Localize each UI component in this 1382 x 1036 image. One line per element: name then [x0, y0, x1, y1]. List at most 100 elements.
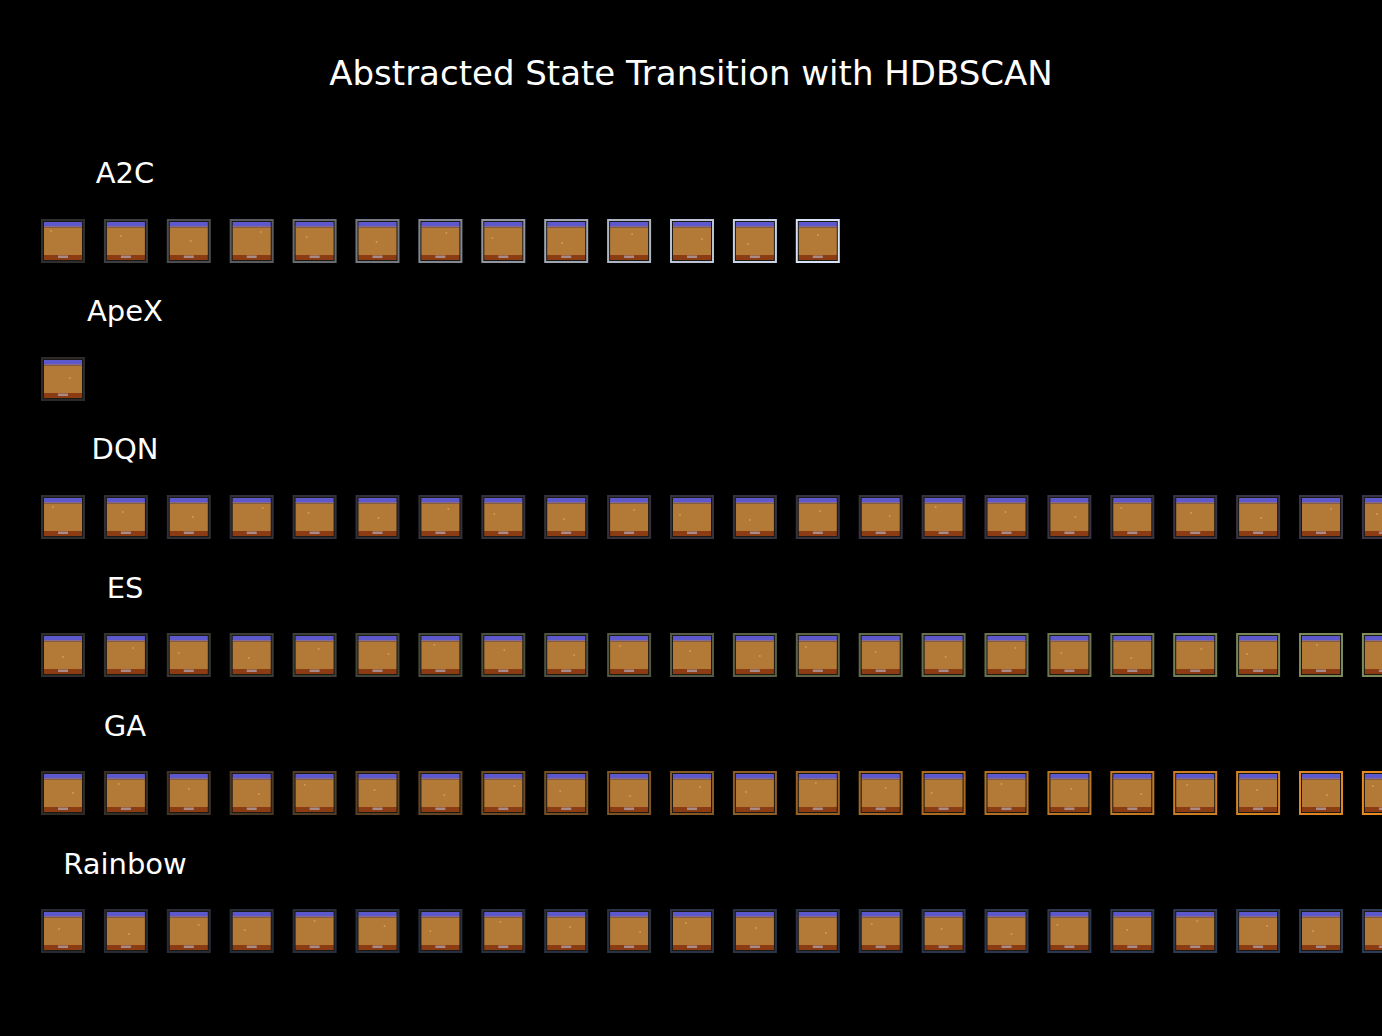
state-thumbnail	[671, 772, 713, 814]
state-thumbnail	[797, 772, 839, 814]
state-thumbnail	[671, 910, 713, 952]
state-thumbnail	[860, 772, 902, 814]
state-thumbnail	[357, 496, 399, 538]
state-thumbnail	[608, 496, 650, 538]
row-label: DQN	[92, 434, 159, 466]
state-thumbnail	[1174, 910, 1216, 952]
state-thumbnail	[105, 910, 147, 952]
state-thumbnail	[734, 634, 776, 676]
state-thumbnail	[1363, 634, 1382, 676]
state-thumbnail	[1174, 772, 1216, 814]
state-thumbnail	[231, 220, 273, 262]
state-thumbnail	[545, 496, 587, 538]
state-thumbnail	[1237, 910, 1279, 952]
state-thumbnail	[860, 910, 902, 952]
state-thumbnail	[734, 496, 776, 538]
state-thumbnail	[797, 220, 839, 262]
state-thumbnail	[42, 772, 84, 814]
state-thumbnail	[1300, 634, 1342, 676]
state-thumbnail	[734, 910, 776, 952]
state-thumbnail	[482, 220, 524, 262]
state-thumbnail	[294, 910, 336, 952]
row-label: ApeX	[87, 296, 163, 328]
state-thumbnail	[168, 910, 210, 952]
state-thumbnail	[231, 910, 273, 952]
state-thumbnail	[860, 496, 902, 538]
state-thumbnail	[231, 772, 273, 814]
state-thumbnail	[1174, 496, 1216, 538]
state-thumbnail	[231, 634, 273, 676]
state-thumbnail	[42, 910, 84, 952]
state-thumbnail	[482, 910, 524, 952]
state-thumbnail	[545, 772, 587, 814]
state-thumbnail	[1363, 496, 1382, 538]
state-thumbnail	[923, 772, 965, 814]
state-thumbnail	[1048, 772, 1090, 814]
state-thumbnail	[1363, 772, 1382, 814]
state-thumbnail	[419, 910, 461, 952]
row-label: GA	[104, 711, 146, 743]
state-thumbnail	[986, 496, 1028, 538]
state-thumbnail	[1111, 634, 1153, 676]
state-thumbnail	[860, 634, 902, 676]
state-thumbnail	[608, 634, 650, 676]
state-thumbnail	[357, 910, 399, 952]
row-label: A2C	[96, 158, 155, 190]
state-thumbnail	[1111, 772, 1153, 814]
state-thumbnail	[42, 220, 84, 262]
state-thumbnail	[1111, 910, 1153, 952]
state-thumbnail	[545, 634, 587, 676]
state-thumbnail	[1300, 772, 1342, 814]
state-thumbnail	[671, 634, 713, 676]
state-thumbnail	[231, 496, 273, 538]
state-thumbnail	[294, 496, 336, 538]
state-thumbnail	[419, 220, 461, 262]
state-thumbnail	[105, 634, 147, 676]
row-label: Rainbow	[63, 849, 187, 881]
state-thumbnail	[168, 220, 210, 262]
state-thumbnail	[986, 772, 1028, 814]
state-thumbnail	[671, 220, 713, 262]
state-thumbnail	[545, 220, 587, 262]
state-thumbnail	[294, 772, 336, 814]
state-thumbnail	[734, 220, 776, 262]
state-thumbnail	[1363, 910, 1382, 952]
state-thumbnail	[1174, 634, 1216, 676]
state-thumbnail	[671, 496, 713, 538]
state-thumbnail	[986, 910, 1028, 952]
state-thumbnail	[797, 910, 839, 952]
state-thumbnail	[482, 496, 524, 538]
state-thumbnail	[797, 496, 839, 538]
state-thumbnail	[545, 910, 587, 952]
state-thumbnail	[1237, 772, 1279, 814]
row-label: ES	[107, 573, 144, 605]
state-thumbnail	[1300, 496, 1342, 538]
state-thumbnail	[105, 220, 147, 262]
state-thumbnail	[42, 358, 84, 400]
state-thumbnail	[1300, 910, 1342, 952]
state-thumbnail	[1111, 496, 1153, 538]
state-thumbnail	[923, 910, 965, 952]
state-thumbnail	[357, 634, 399, 676]
state-thumbnail	[482, 772, 524, 814]
state-thumbnail	[482, 634, 524, 676]
state-thumbnail	[419, 634, 461, 676]
state-thumbnail	[1048, 634, 1090, 676]
state-thumbnail	[105, 772, 147, 814]
state-thumbnail	[1048, 910, 1090, 952]
state-thumbnail	[1237, 634, 1279, 676]
state-thumbnail	[608, 220, 650, 262]
chart-title: Abstracted State Transition with HDBSCAN	[329, 55, 1053, 92]
state-thumbnail	[105, 496, 147, 538]
state-thumbnail	[42, 634, 84, 676]
state-thumbnail	[168, 634, 210, 676]
state-thumbnail	[923, 496, 965, 538]
state-thumbnail	[797, 634, 839, 676]
state-thumbnail	[294, 634, 336, 676]
state-thumbnail	[734, 772, 776, 814]
state-thumbnail	[357, 772, 399, 814]
state-thumbnail	[986, 634, 1028, 676]
state-thumbnail	[1048, 496, 1090, 538]
state-thumbnail	[419, 496, 461, 538]
